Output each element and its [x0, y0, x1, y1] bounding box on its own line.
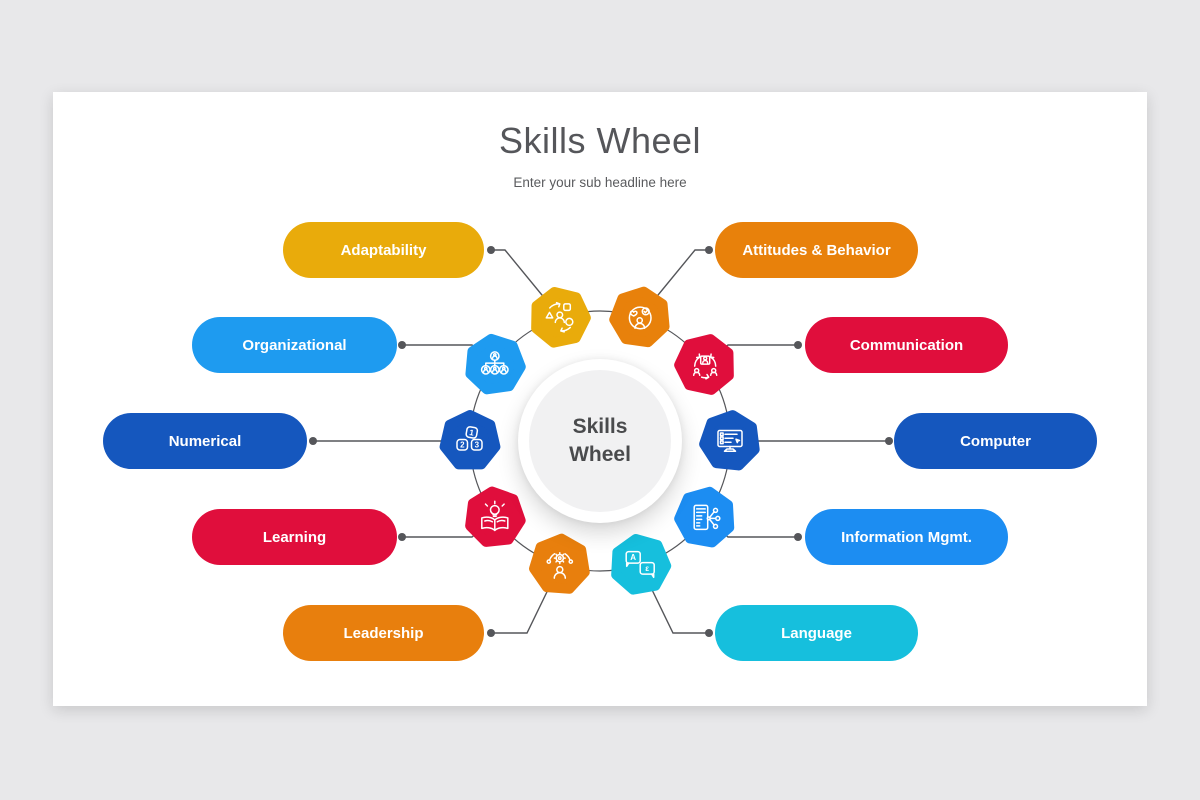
- skill-pill-label: Attitudes & Behavior: [742, 241, 891, 259]
- skill-pill-label: Organizational: [242, 336, 347, 354]
- center-title: Skills Wheel: [569, 413, 631, 470]
- skill-pill-language: Language: [715, 605, 918, 661]
- hexagon-numerical: 1 2 3: [439, 410, 501, 470]
- skill-pill-label: Computer: [960, 432, 1031, 450]
- center-circle-inner: Skills Wheel: [529, 370, 671, 512]
- hexagon-attitudes-behavior: [609, 286, 670, 348]
- skill-pill-label: Leadership: [343, 624, 424, 642]
- letter-a: A: [630, 553, 636, 562]
- attitudes-behavior-icon: [628, 306, 652, 330]
- skill-pill-computer: Computer: [894, 413, 1097, 469]
- connector-dot: [794, 341, 802, 349]
- digit-3: 3: [475, 441, 480, 450]
- connector-dot: [309, 437, 317, 445]
- slide: Skills Wheel Enter your sub headline her…: [53, 92, 1147, 706]
- connector-dot: [398, 533, 406, 541]
- digit-1: 1: [469, 428, 475, 438]
- slide-subtitle: Enter your sub headline here: [513, 175, 687, 190]
- language-icon: A ε: [625, 550, 655, 579]
- hexagon-language: A ε: [611, 533, 672, 595]
- skill-pill-learning: Learning: [192, 509, 397, 565]
- hexagon-organizational: [465, 333, 526, 395]
- connector-line: [639, 249, 709, 318]
- leadership-icon: [546, 551, 574, 579]
- connector-dot: [487, 629, 495, 637]
- center-circle: Skills Wheel: [518, 359, 682, 523]
- connector-dot: [705, 629, 713, 637]
- skill-pill-label: Numerical: [168, 432, 242, 450]
- communication-icon: [692, 353, 718, 380]
- skill-pill-attitudes-behavior: Attitudes & Behavior: [715, 222, 918, 278]
- connector-dot: [794, 533, 802, 541]
- center-title-line1: Skills: [572, 414, 628, 438]
- skill-pill-label: Adaptability: [340, 241, 427, 259]
- connector-dot: [487, 246, 495, 254]
- digit-2: 2: [460, 441, 465, 450]
- numerical-icon: 1 2 3: [456, 426, 483, 451]
- connector-dot: [398, 341, 406, 349]
- hexagon-learning: [465, 486, 526, 547]
- organizational-icon: [480, 351, 509, 375]
- skill-pill-leadership: Leadership: [283, 605, 484, 661]
- hexagon-information-mgmt: [674, 486, 735, 548]
- skill-pill-label: Information Mgmt.: [841, 528, 972, 546]
- hexagon-adaptability: [531, 286, 591, 348]
- computer-icon: [717, 429, 743, 452]
- connector-dot: [885, 437, 893, 445]
- connector-dot: [705, 246, 713, 254]
- learning-icon: [481, 500, 509, 532]
- letter-epsilon: ε: [645, 564, 649, 573]
- skill-pill-communication: Communication: [805, 317, 1008, 373]
- skill-pill-label: Learning: [262, 528, 327, 546]
- information-mgmt-icon: [693, 504, 721, 531]
- adaptability-icon: [545, 301, 574, 333]
- slide-title: Skills Wheel: [498, 120, 702, 161]
- hexagon-computer: [699, 410, 760, 471]
- skill-pill-numerical: Numerical: [103, 413, 307, 469]
- skill-pill-organizational: Organizational: [192, 317, 397, 373]
- center-title-line2: Wheel: [569, 443, 631, 466]
- skill-pill-label: Communication: [849, 336, 964, 354]
- skill-pill-adaptability: Adaptability: [283, 222, 484, 278]
- skills-wheel-diagram: 1 2 3: [309, 246, 893, 637]
- connector-line: [491, 249, 561, 318]
- skill-pill-information-mgmt: Information Mgmt.: [805, 509, 1008, 565]
- hexagon-leadership: [529, 533, 590, 594]
- skill-pill-label: Language: [781, 624, 852, 642]
- hexagon-communication: [674, 334, 734, 395]
